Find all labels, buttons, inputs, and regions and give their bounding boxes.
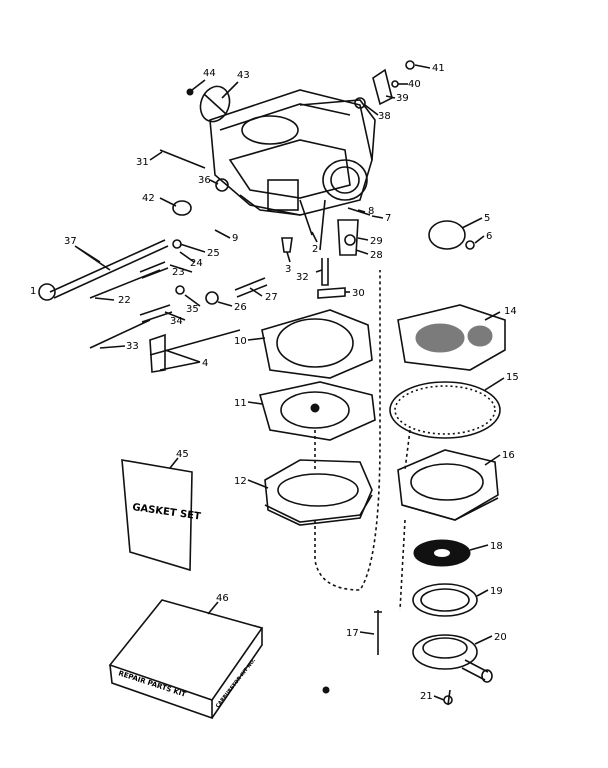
callout-12: 12: [234, 476, 247, 487]
callout-27: 27: [265, 292, 278, 303]
callout-38: 38: [378, 111, 391, 122]
registration-dot: [322, 686, 330, 694]
callout-33: 33: [126, 341, 139, 352]
callout-17: 17: [346, 628, 359, 639]
callout-6: 6: [486, 231, 492, 242]
callout-24: 24: [190, 258, 203, 269]
callout-4: 4: [202, 358, 208, 369]
callout-20: 20: [494, 632, 507, 643]
fitting-part-30: [317, 287, 346, 299]
callout-22: 22: [118, 295, 131, 306]
choke-shaft-part-4: [149, 329, 241, 373]
callout-18: 18: [490, 541, 503, 552]
carburetor-body: [209, 89, 376, 251]
callout-43: 43: [237, 70, 250, 81]
callout-29: 29: [370, 236, 383, 247]
callout-45: 45: [176, 449, 189, 460]
screw-part-6: [465, 240, 475, 250]
callout-15: 15: [506, 372, 519, 383]
diaphragm-part-18: [413, 539, 471, 567]
callout-30: 30: [352, 288, 365, 299]
callout-42: 42: [142, 193, 155, 204]
repair-kit-box: REPAIR PARTS KIT CARBURETOR KIT NO.: [108, 599, 264, 720]
callout-44: 44: [203, 68, 216, 79]
callout-41: 41: [432, 63, 445, 74]
callout-1: 1: [30, 286, 36, 297]
throttle-plate: [199, 85, 231, 123]
callout-25: 25: [207, 248, 220, 259]
screw-part-44: [186, 88, 194, 96]
callout-21: 21: [420, 691, 433, 702]
callout-7: 7: [385, 213, 391, 224]
bushing-part-36: [215, 178, 229, 192]
callout-32: 32: [296, 272, 309, 283]
callout-5: 5: [484, 213, 490, 224]
part-3: [281, 237, 293, 253]
callout-40: 40: [408, 79, 421, 90]
callout-36: 36: [198, 175, 211, 186]
throttle-shaft-part-37: [38, 239, 169, 301]
callout-19: 19: [490, 586, 503, 597]
callout-28: 28: [370, 250, 383, 261]
gasket-part-14: [397, 304, 506, 371]
callout-14: 14: [504, 306, 517, 317]
callout-31: 31: [136, 157, 149, 168]
gasket-part-10: [261, 309, 373, 379]
adjusting-screws: [89, 239, 268, 349]
callout-35: 35: [186, 304, 199, 315]
choke-plate-part-5: [428, 220, 466, 250]
part-29: [344, 234, 356, 246]
needle-part-32: [321, 258, 329, 286]
screw-part-17: [374, 610, 382, 655]
metering-body-part-16: [397, 449, 499, 521]
callout-2: 2: [312, 244, 318, 255]
diaphragm-part-11: [258, 381, 376, 441]
screw-part-31: [159, 149, 206, 169]
spring-part-42: [172, 200, 192, 216]
repair-kit-label: REPAIR PARTS KIT: [117, 669, 187, 698]
assembly-lines: [314, 270, 411, 611]
screw-part-21: [447, 689, 451, 706]
callout-34: 34: [170, 316, 183, 327]
callout-26: 26: [234, 302, 247, 313]
diaphragm-part-15: [389, 381, 501, 439]
inlet-part-28: [337, 219, 359, 256]
callout-3: 3: [285, 264, 291, 275]
callout-46: 46: [216, 593, 229, 604]
gasket-set-envelope: GASKET SET: [121, 459, 202, 572]
callout-10: 10: [234, 336, 247, 347]
callout-11: 11: [234, 398, 247, 409]
callout-labels: 44 43 41 40 39 38 31 36 42 37 1 25 9 23 …: [30, 63, 519, 702]
callout-37: 37: [64, 236, 77, 247]
leader-lines: [74, 64, 505, 701]
callout-39: 39: [396, 93, 409, 104]
gasket-part-19: [412, 583, 478, 617]
screw-part-7: [347, 207, 371, 216]
pump-cover-part-12: [264, 459, 373, 526]
callout-8: 8: [368, 206, 374, 217]
callout-9: 9: [232, 233, 238, 244]
cover-part-20: [412, 634, 493, 683]
callout-23: 23: [172, 267, 185, 278]
callout-16: 16: [502, 450, 515, 461]
